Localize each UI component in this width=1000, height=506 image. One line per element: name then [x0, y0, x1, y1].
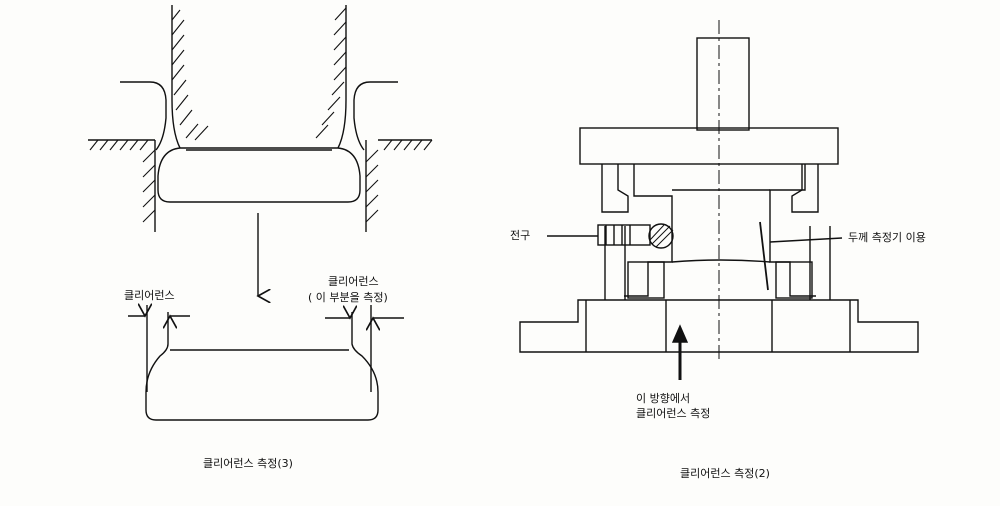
label-thickness-gauge: 두께 측정기 이용: [848, 231, 926, 244]
label-direction-line1: 이 방향에서: [636, 392, 691, 405]
caption-right: 클리어런스 측정(2): [680, 467, 770, 480]
clearance-detail: [128, 305, 404, 421]
label-clearance-right: 클리어런스: [328, 275, 379, 288]
ball-rod: [597, 224, 651, 246]
label-direction-line2: 클리어런스 측정: [636, 407, 711, 420]
punch-hatch: [171, 7, 347, 141]
label-measure-here: ( 이 부분을 측정): [308, 291, 388, 304]
caption-left: 클리어런스 측정(3): [203, 457, 293, 470]
thickness-gauge: [759, 221, 769, 291]
press-assembly: [519, 20, 919, 380]
label-clearance-left: 클리어런스: [124, 289, 175, 302]
ball: [648, 223, 674, 249]
die-drawing: [88, 5, 433, 232]
label-ball: 전구: [510, 229, 531, 242]
die-surface-hatch: [89, 139, 433, 151]
formed-cup: [157, 147, 361, 203]
punch-left-wall: [171, 5, 181, 149]
punch-right-wall: [337, 5, 347, 149]
die-wall-hatch: [142, 149, 379, 223]
